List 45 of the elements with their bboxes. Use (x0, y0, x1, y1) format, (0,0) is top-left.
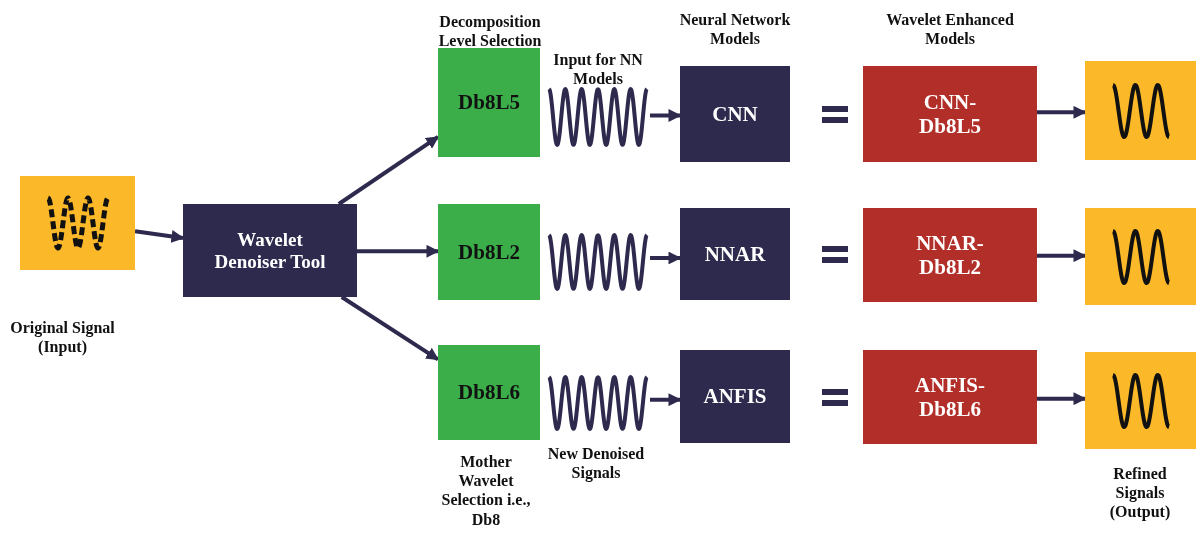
arrow (1037, 392, 1087, 406)
node-label: NNAR (704, 241, 766, 267)
level-box (438, 345, 540, 440)
arrow (650, 393, 682, 407)
model-box (680, 208, 790, 300)
node-label: ANFIS (703, 384, 767, 409)
node-label: Neural Network Models (678, 10, 792, 49)
arrow (340, 295, 440, 362)
node-label: Decomposition Level Selection (437, 12, 543, 51)
node-label: ANFIS- Db8L6 (914, 372, 986, 422)
signal-box (1085, 61, 1196, 160)
node-label: Db8L6 (458, 380, 520, 405)
node-label: Db8L5 (458, 90, 520, 115)
model-box (863, 350, 1037, 444)
node-label: Refined Signals (Output) (1108, 464, 1172, 522)
sine-wave (546, 374, 650, 432)
arrow (134, 229, 185, 243)
sine-wave (546, 232, 650, 292)
node-label: Wavelet Denoiser Tool (213, 228, 327, 273)
arrow (1037, 249, 1087, 263)
signal-box (20, 176, 135, 270)
sine-wave (546, 86, 650, 148)
model-box (863, 208, 1037, 302)
arrow (1037, 105, 1087, 119)
arrow (650, 109, 682, 122)
model-box (680, 350, 790, 443)
node-label: Input for NN Models (552, 50, 644, 89)
process-box (183, 204, 357, 297)
level-box (438, 204, 540, 300)
arrow (337, 135, 440, 206)
node-label: NNAR- Db8L2 (915, 230, 985, 280)
level-box (438, 48, 540, 157)
signal-box (1085, 208, 1196, 305)
signal-box (1085, 352, 1196, 449)
model-box (680, 66, 790, 162)
arrow (650, 251, 682, 265)
node-label: New Denoised Signals (546, 444, 646, 483)
node-label: Db8L2 (458, 239, 520, 265)
node-label: CNN-Db8L5 (918, 89, 982, 139)
node-label: Original Signal (Input) (9, 318, 116, 357)
node-label: Wavelet Enhanced Models (885, 10, 1015, 49)
model-box (863, 66, 1037, 162)
node-label: CNN (712, 101, 758, 127)
node-label: Mother Wavelet Selection i.e., Db8 (440, 452, 532, 529)
arrow (357, 244, 440, 258)
